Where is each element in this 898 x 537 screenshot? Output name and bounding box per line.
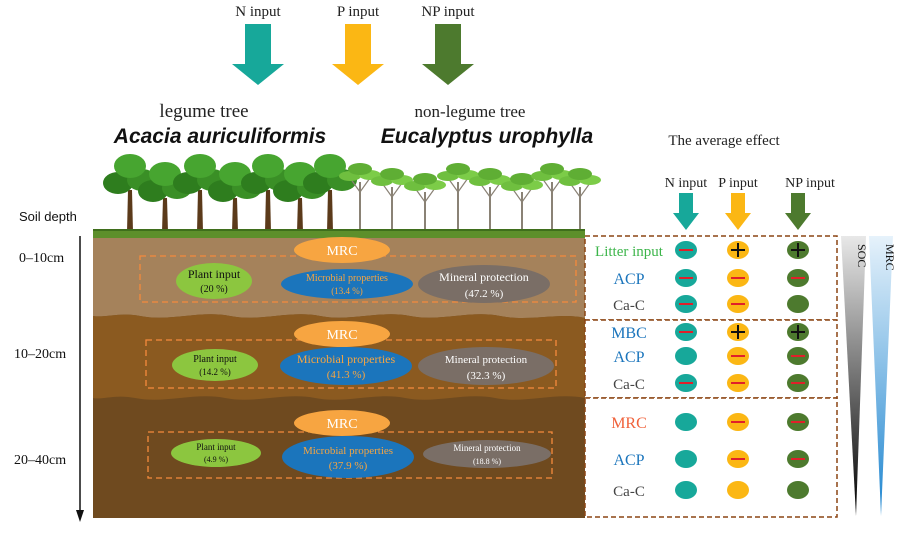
- gradient-wedges: SOC MRC: [841, 236, 897, 516]
- eucalyptus-tree: [437, 163, 479, 230]
- effect-circle: [675, 481, 697, 499]
- n-input-arrow: [232, 24, 284, 85]
- soil-layer-2-contents: MRC Plant input (14.2 %) Microbial properti…: [145, 321, 557, 389]
- mineral-percent: (47.2 %): [465, 288, 504, 300]
- eucalyptus-tree: [469, 168, 511, 230]
- effect-circle: [675, 347, 697, 365]
- mrc-wedge-label: MRC: [883, 244, 897, 271]
- mineral-label: Mineral protection: [439, 270, 529, 284]
- microbial-ellipse: [280, 347, 412, 385]
- microbial-ellipse: [281, 269, 413, 299]
- microbial-label: Microbial properties: [297, 352, 396, 366]
- effect-row-label: MRC: [611, 415, 647, 432]
- eucalyptus-tree: [559, 168, 601, 230]
- p-input-label: P input: [337, 4, 380, 20]
- plant-input-label: Plant input: [196, 442, 236, 452]
- plant-input-percent: (20 %): [200, 284, 228, 295]
- tree-illustration: [103, 154, 601, 232]
- input-arrows: N input P input NP input: [232, 4, 475, 85]
- eucalyptus-tree: [501, 173, 543, 230]
- mineral-percent: (18.8 %): [473, 457, 501, 466]
- soil-depth-title: Soil depth: [19, 209, 77, 224]
- plant-input-label: Plant input: [193, 354, 237, 365]
- effect-row-label: MBC: [611, 325, 647, 342]
- effect-column-2: P input: [718, 176, 758, 191]
- legume-species-label: Acacia auriculiformis: [113, 125, 326, 148]
- effect-column-arrow: [785, 193, 811, 230]
- plant-input-ellipse: [172, 349, 258, 381]
- average-effect-title: The average effect: [668, 133, 780, 149]
- microbial-label: Microbial properties: [303, 445, 393, 457]
- eucalyptus-tree: [531, 163, 573, 230]
- mrc-wedge: [869, 236, 893, 516]
- effect-row-label: Ca-C: [613, 298, 645, 314]
- p-input-arrow: [332, 24, 384, 85]
- plant-input-percent: (4.9 %): [204, 455, 228, 464]
- microbial-percent: (37.9 %): [329, 460, 368, 472]
- n-input-label: N input: [235, 4, 281, 20]
- np-input-label: NP input: [421, 4, 475, 20]
- microbial-ellipse: [282, 436, 414, 478]
- mrc-ellipse: [294, 321, 390, 347]
- effect-row-label: ACP: [613, 271, 644, 288]
- nonlegume-species-label: Eucalyptus urophylla: [381, 125, 594, 148]
- soil-layer-1-contents: MRC Plant input (20 %) Microbial properties…: [139, 237, 577, 303]
- microbial-percent: (13.4 %): [331, 286, 363, 296]
- mrc-label: MRC: [326, 417, 357, 432]
- soc-wedge: [841, 236, 866, 516]
- eucalyptus-tree: [371, 168, 413, 230]
- effect-row-label: Ca-C: [613, 484, 645, 500]
- legume-tree: [241, 154, 295, 232]
- dashed-frame: [139, 255, 577, 303]
- depth-label-1: 0–10cm: [19, 251, 64, 266]
- effect-circle: [675, 450, 697, 468]
- np-input-arrow: [422, 24, 474, 85]
- soil-layer-3-contents: MRC Plant input (4.9 %) Microbial propertie…: [147, 410, 553, 479]
- soil-layer-contents: MRC Plant input (20 %) Microbial properties…: [139, 237, 577, 479]
- depth-axis: Soil depth 0–10cm 10–20cm 20–40cm: [14, 209, 84, 522]
- mineral-label: Mineral protection: [445, 354, 528, 366]
- effect-column-arrow: [673, 193, 699, 230]
- effect-row-label: Litter input: [595, 244, 664, 260]
- effect-circle: [787, 295, 809, 313]
- mineral-percent: (32.3 %): [467, 370, 506, 382]
- effect-column-headers: N input P input NP input: [665, 176, 835, 230]
- eucalyptus-tree: [339, 163, 381, 230]
- effect-row-label: ACP: [613, 349, 644, 366]
- mineral-label: Mineral protection: [453, 443, 521, 453]
- mrc-label: MRC: [326, 244, 357, 259]
- legume-tree-label: legume tree: [159, 101, 248, 122]
- soc-wedge-label: SOC: [855, 244, 869, 267]
- depth-label-3: 20–40cm: [14, 453, 66, 468]
- mineral-ellipse: [423, 440, 551, 468]
- mineral-ellipse: [418, 347, 554, 385]
- eucalyptus-tree: [404, 173, 446, 230]
- nonlegume-tree-label: non-legume tree: [415, 102, 526, 121]
- effect-circle: [675, 413, 697, 431]
- effect-column-1: N input: [665, 176, 708, 191]
- effect-row-label: Ca-C: [613, 377, 645, 393]
- plant-input-percent: (14.2 %): [199, 367, 231, 377]
- effect-row-label: ACP: [613, 452, 644, 469]
- plant-input-ellipse: [176, 263, 252, 299]
- effect-column-arrow: [725, 193, 751, 230]
- plant-input-ellipse: [171, 439, 261, 467]
- effect-circle: [727, 481, 749, 499]
- effect-column-3: NP input: [785, 176, 835, 191]
- plant-input-label: Plant input: [188, 267, 241, 281]
- depth-label-2: 10–20cm: [14, 347, 66, 362]
- mrc-ellipse: [294, 237, 390, 263]
- legume-tree: [303, 154, 357, 232]
- mrc-ellipse: [294, 410, 390, 436]
- depth-arrowhead: [76, 510, 84, 522]
- microbial-percent: (41.3 %): [327, 369, 366, 381]
- microbial-label: Microbial properties: [306, 273, 388, 284]
- mineral-ellipse: [418, 265, 550, 303]
- mrc-label: MRC: [326, 328, 357, 343]
- effect-circle: [787, 481, 809, 499]
